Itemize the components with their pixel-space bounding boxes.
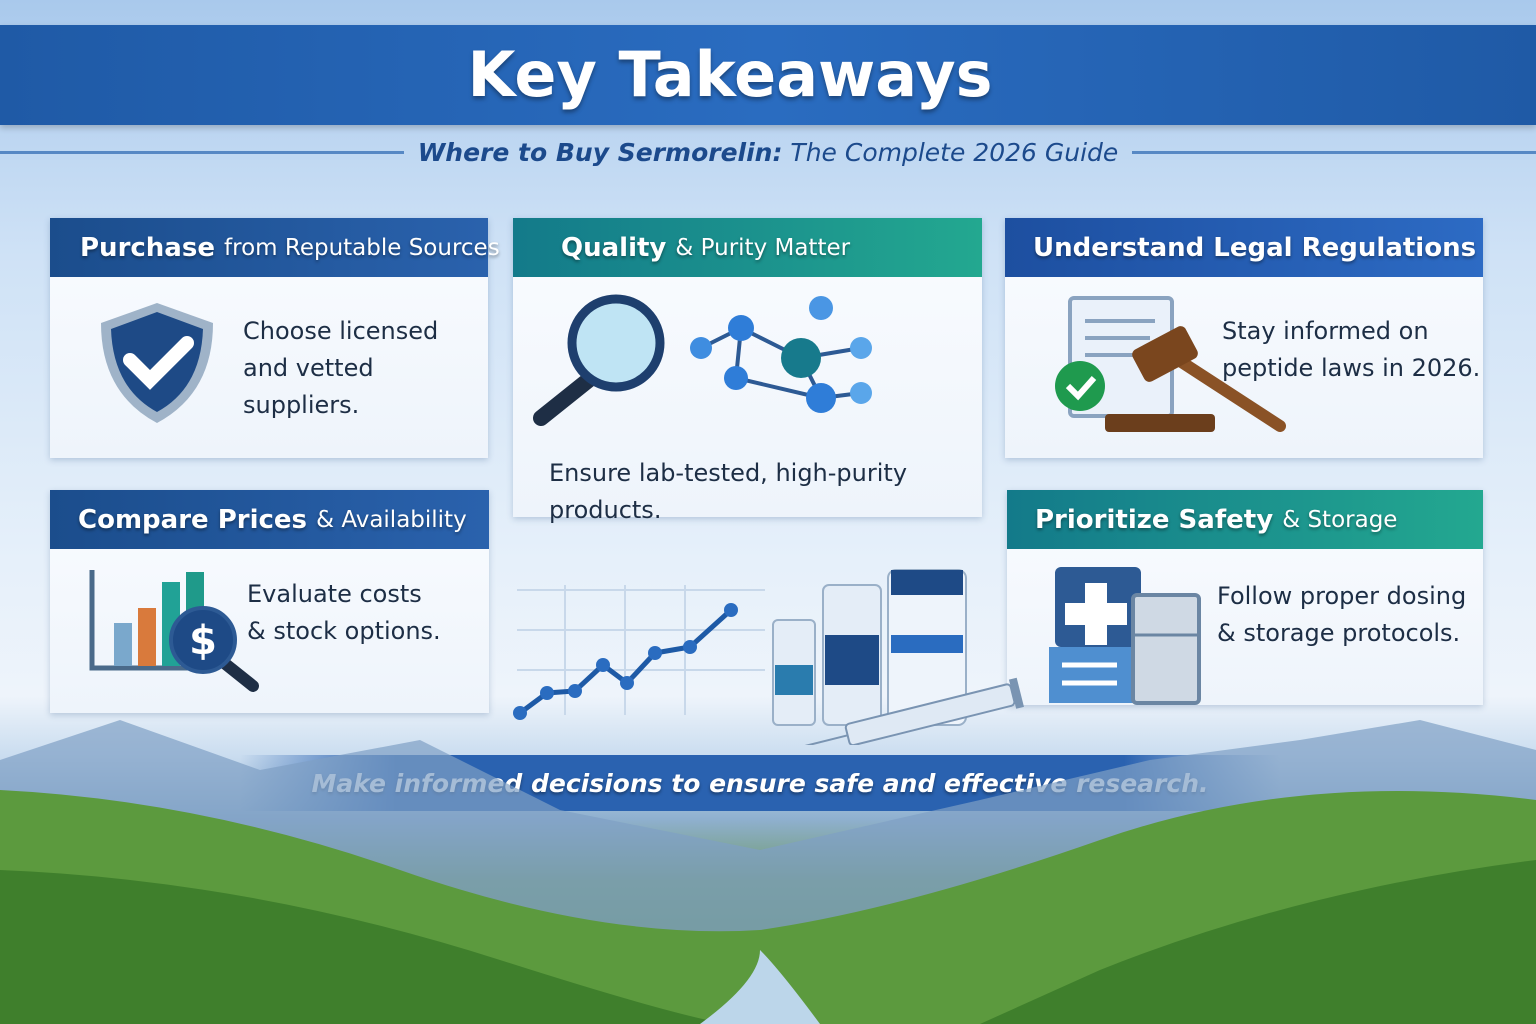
- page-title: Key Takeaways: [467, 38, 993, 111]
- svg-text:$: $: [189, 618, 217, 664]
- subtitle: Where to Buy Sermorelin: The Complete 20…: [417, 138, 1119, 167]
- card-quality-purity: Quality & Purity Matter Ensure lab-teste…: [513, 218, 982, 524]
- card-header: Understand Legal Regulations: [1005, 218, 1483, 277]
- gavel-document-icon: [1055, 296, 1286, 432]
- shield-check-icon: [101, 303, 213, 423]
- subtitle-row: Where to Buy Sermorelin: The Complete 20…: [0, 138, 1536, 167]
- card-header: Compare Prices & Availability: [50, 490, 489, 549]
- card-text: Follow proper dosing& storage protocols.: [1217, 582, 1467, 647]
- card-reputable-sources: Purchase from Reputable Sources Choose l…: [50, 218, 500, 458]
- card-header: Prioritize Safety & Storage: [1007, 490, 1483, 549]
- card-text: Ensure lab-tested, high-purity products.: [549, 459, 908, 524]
- card-header: Quality & Purity Matter: [513, 218, 982, 277]
- divider: [0, 151, 404, 154]
- trend-chart-vials-illustration: [513, 569, 1024, 745]
- card-header: Purchase from Reputable Sources: [50, 218, 500, 277]
- magnifier-molecule-icon: [533, 294, 872, 426]
- title-banner: [0, 25, 1536, 125]
- card-safety-storage: Prioritize Safety & Storage Follow prope…: [1007, 490, 1483, 705]
- divider: [1132, 151, 1536, 154]
- card-legal-regulations: Understand Legal Regulations Stay inform…: [1005, 218, 1483, 458]
- medical-fridge-icon: [1049, 567, 1201, 705]
- landscape-illustration: [0, 720, 1536, 1024]
- card-text: Evaluate costs& stock options.: [247, 580, 441, 645]
- card-compare-prices: Compare Prices & Availability $ Evaluate…: [50, 490, 489, 713]
- bar-chart-dollar-icon: $: [89, 570, 259, 692]
